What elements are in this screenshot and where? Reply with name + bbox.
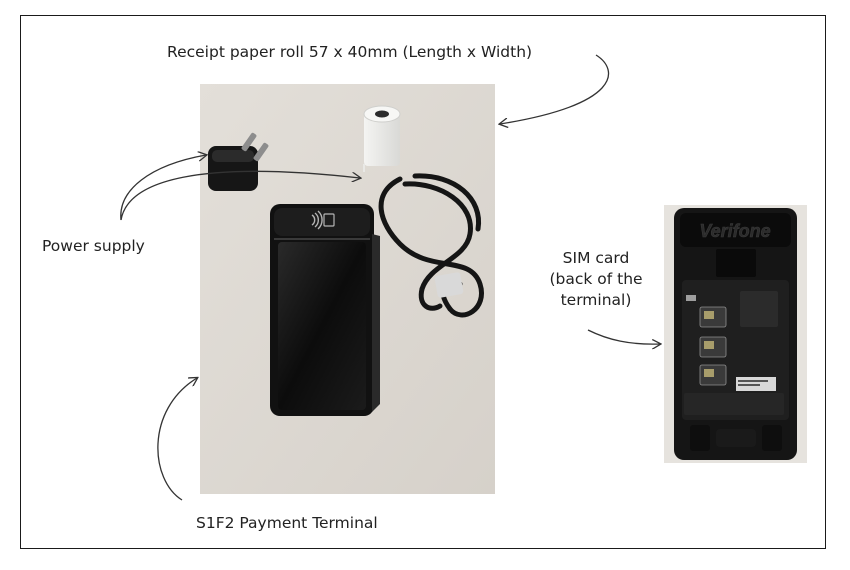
sim-card-label-line1: SIM card — [562, 249, 630, 267]
power-supply-adapter — [208, 132, 269, 191]
receipt-roll-arrow — [500, 54, 610, 124]
power-supply-arrow-cable — [120, 170, 360, 221]
sim-back-photo: Verifone — [664, 205, 807, 463]
cable-tag — [434, 272, 464, 298]
sim-card-arrow — [587, 329, 660, 344]
terminal-arrow — [157, 378, 197, 501]
payment-terminal — [270, 204, 380, 416]
power-supply-label: Power supply — [42, 237, 145, 255]
power-supply-arrow-adapter — [120, 155, 206, 221]
terminal-label: S1F2 Payment Terminal — [196, 514, 378, 532]
sim-card-label-line2: (back of the — [549, 270, 643, 288]
sim-slots — [699, 306, 727, 386]
contents-photo — [200, 84, 495, 494]
contactless-icon — [311, 210, 335, 230]
sim-card-label-line3: terminal) — [560, 291, 632, 309]
receipt-roll-label: Receipt paper roll 57 x 40mm (Length x W… — [167, 43, 533, 61]
brand-text: Verifone — [699, 221, 770, 241]
receipt-roll — [363, 105, 401, 172]
sim-card-label: SIM card (back of the terminal) — [526, 248, 666, 311]
figure-frame — [20, 15, 826, 549]
